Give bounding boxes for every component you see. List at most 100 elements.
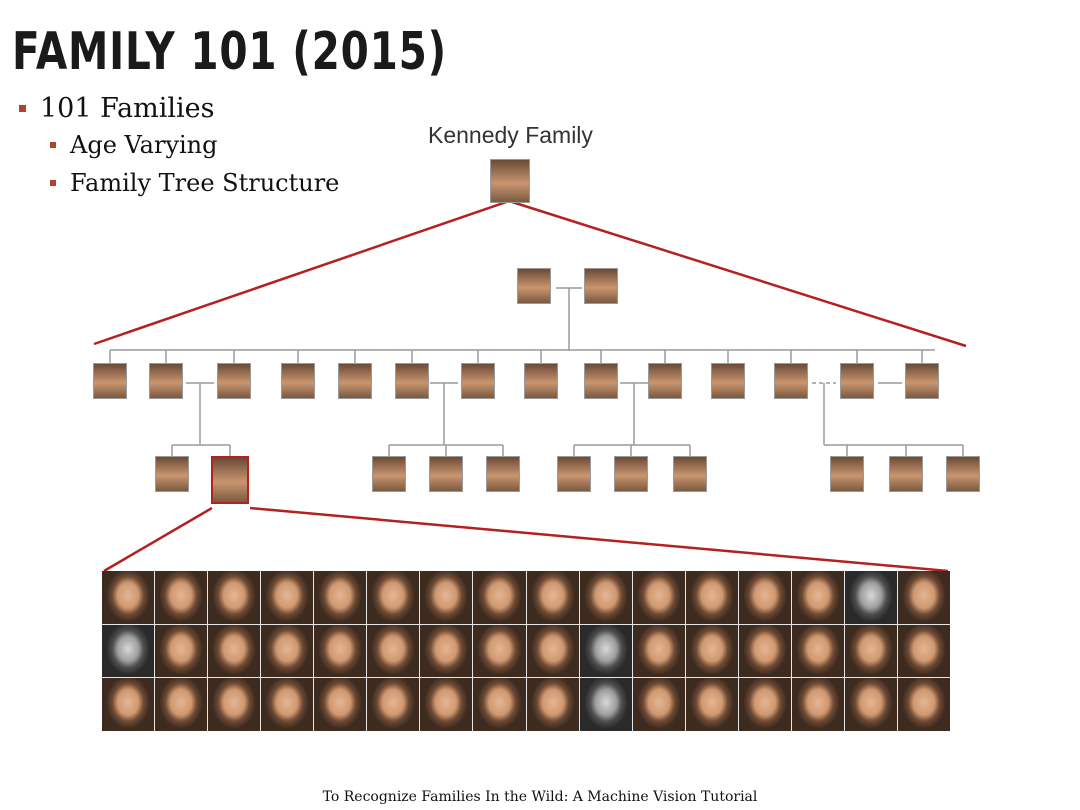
face-thumbnail — [208, 678, 261, 731]
face-thumbnail — [473, 678, 526, 731]
face-thumbnail — [579, 571, 632, 624]
portrait-photo — [149, 363, 183, 399]
member-caption — [825, 494, 869, 524]
age-varying-face-grid — [102, 571, 950, 731]
face-thumbnail — [897, 571, 950, 624]
member-caption — [941, 494, 985, 524]
member-caption — [668, 494, 712, 524]
face-thumbnail — [367, 571, 420, 624]
tree-node-child-7 — [579, 363, 623, 435]
member-caption — [609, 494, 653, 524]
face-thumbnail — [738, 624, 791, 678]
portrait-photo — [905, 363, 939, 399]
member-caption — [512, 306, 556, 336]
member-caption — [835, 401, 879, 431]
face-thumbnail — [473, 624, 526, 678]
tree-node-grandchild-4 — [424, 456, 468, 528]
portrait-photo — [584, 363, 618, 399]
tree-node-child-3 — [276, 363, 320, 435]
member-caption — [884, 494, 928, 524]
zoom-highlight-lines — [93, 199, 967, 573]
portrait-photo — [557, 456, 591, 492]
tree-node-spouse-3 — [643, 363, 687, 435]
bullet-list: 101 Families Age Varying Family Tree Str… — [16, 92, 339, 202]
portrait-photo — [155, 456, 189, 492]
portrait-photo — [774, 363, 808, 399]
portrait-photo — [711, 363, 745, 399]
face-thumbnail — [261, 678, 314, 731]
tree-node-parent-1 — [512, 268, 556, 340]
member-caption — [144, 401, 188, 431]
member-caption — [390, 401, 434, 431]
face-thumbnail — [738, 678, 791, 731]
face-thumbnail — [314, 678, 367, 731]
tree-node-child-2 — [144, 363, 188, 435]
member-caption — [276, 401, 320, 431]
portrait-photo — [281, 363, 315, 399]
member-caption — [579, 401, 623, 431]
member-caption — [481, 494, 525, 524]
portrait-photo — [486, 456, 520, 492]
tree-node-grandchild-1 — [150, 456, 194, 528]
face-thumbnail — [155, 624, 208, 678]
tree-node-child-6 — [519, 363, 563, 435]
portrait-photo — [217, 363, 251, 399]
portrait-photo — [372, 456, 406, 492]
face-thumbnail — [526, 678, 579, 731]
tree-node-grandchild-8 — [668, 456, 712, 528]
member-caption — [424, 494, 468, 524]
face-thumbnail — [897, 678, 950, 731]
portrait-photo — [889, 456, 923, 492]
portrait-photo — [830, 456, 864, 492]
face-thumbnail — [526, 624, 579, 678]
portrait-photo — [429, 456, 463, 492]
face-thumbnail — [579, 624, 632, 678]
face-thumbnail — [208, 571, 261, 624]
member-caption — [579, 306, 623, 336]
face-thumbnail — [897, 624, 950, 678]
member-caption — [208, 506, 252, 536]
portrait-photo — [211, 456, 249, 504]
family-head-node — [488, 159, 532, 231]
member-caption — [900, 401, 944, 431]
tree-node-child-4 — [333, 363, 377, 435]
face-thumbnail — [102, 678, 155, 731]
member-caption — [456, 401, 500, 431]
face-thumbnail — [208, 624, 261, 678]
tree-node-grandchild-6 — [552, 456, 596, 528]
tree-node-parent-2 — [579, 268, 623, 340]
portrait-photo — [584, 268, 618, 304]
member-caption — [769, 401, 813, 431]
face-thumbnail — [579, 678, 632, 731]
face-thumbnail — [844, 624, 897, 678]
face-thumbnail — [685, 678, 738, 731]
portrait-photo — [524, 363, 558, 399]
tree-node-grandchild-11 — [941, 456, 985, 528]
portrait-photo — [93, 363, 127, 399]
member-caption — [519, 401, 563, 431]
member-caption — [150, 494, 194, 524]
face-thumbnail — [632, 678, 685, 731]
face-thumbnail — [314, 571, 367, 624]
face-thumbnail — [420, 624, 473, 678]
face-thumbnail — [685, 624, 738, 678]
member-caption — [333, 401, 377, 431]
face-thumbnail — [526, 571, 579, 624]
tree-node-spouse-4 — [900, 363, 944, 435]
member-caption — [367, 494, 411, 524]
tree-node-spouse-2 — [456, 363, 500, 435]
face-thumbnail — [420, 678, 473, 731]
slide-footer: To Recognize Families In the Wild: A Mac… — [322, 789, 758, 805]
tree-node-child-5 — [390, 363, 434, 435]
portrait-photo — [490, 159, 530, 203]
tree-node-grandchild-10 — [884, 456, 928, 528]
face-thumbnail — [791, 678, 844, 731]
tree-node-grandchild-9 — [825, 456, 869, 528]
tree-node-child-10 — [835, 363, 879, 435]
tree-node-child-9 — [769, 363, 813, 435]
face-thumbnail — [791, 624, 844, 678]
face-thumbnail — [367, 624, 420, 678]
face-thumbnail — [632, 571, 685, 624]
member-caption — [212, 401, 256, 431]
